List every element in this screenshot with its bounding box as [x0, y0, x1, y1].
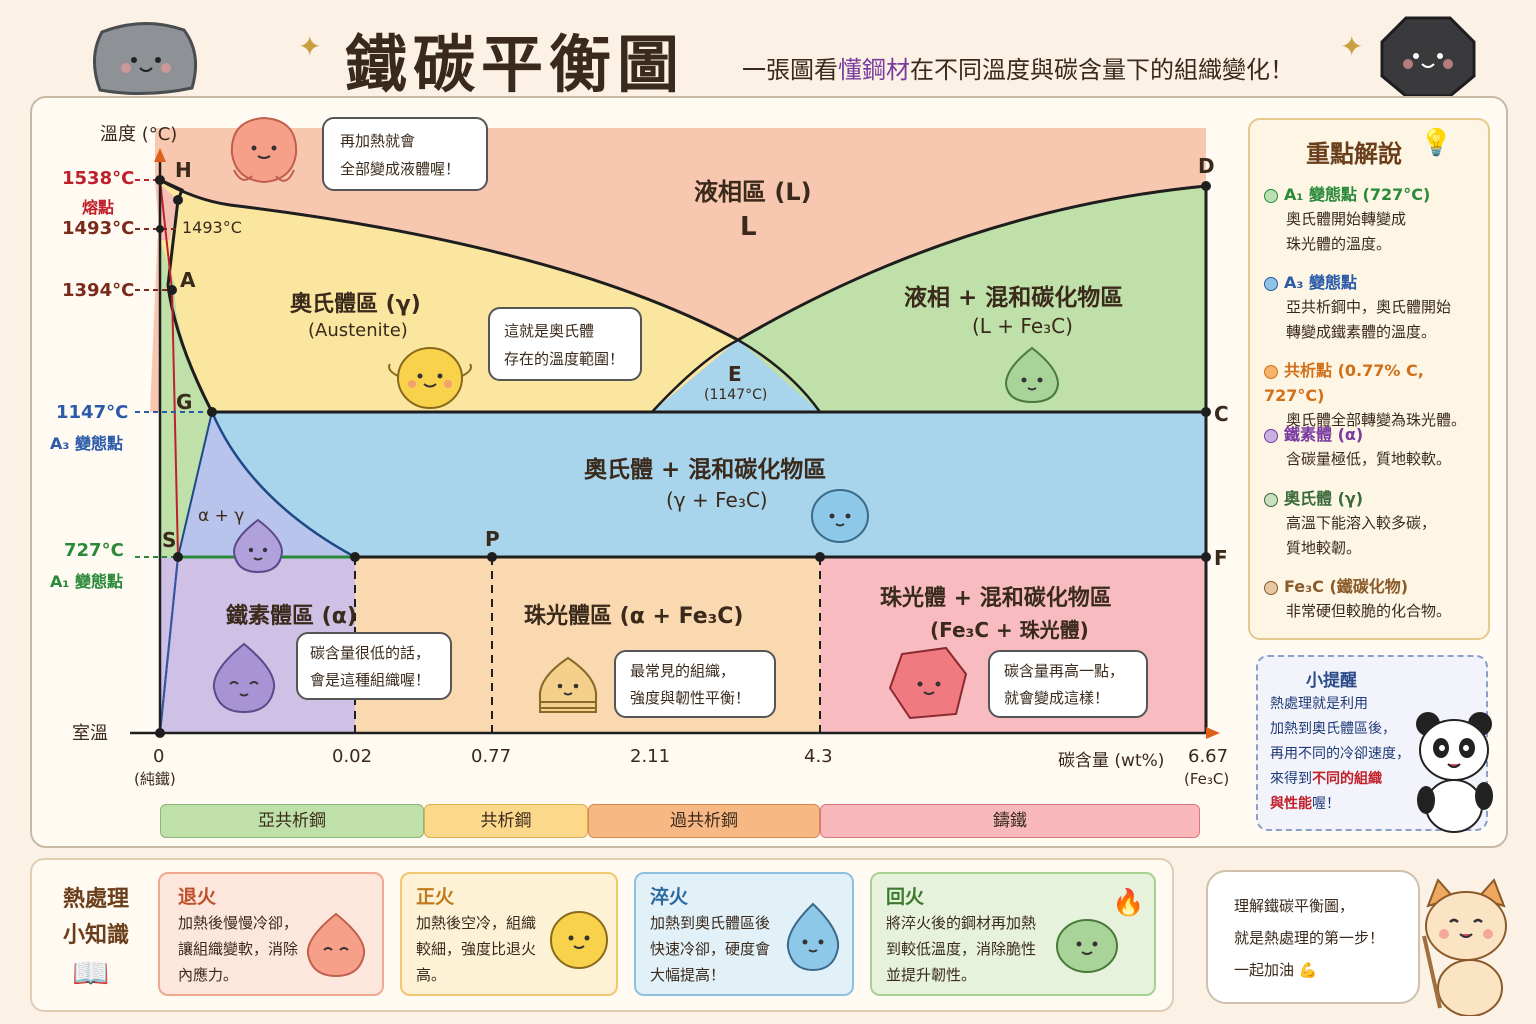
- sparkle-icon: ✦: [298, 30, 322, 63]
- iron-rock-mascot: [93, 22, 198, 96]
- e-region: [652, 340, 820, 412]
- normalizing-mascot: [550, 911, 608, 969]
- bubble-ferrite: 碳含量很低的話，會是這種組織喔！: [296, 632, 452, 700]
- tip-title: 小提醒: [1306, 671, 1357, 691]
- band-cast-iron: 鑄鐵: [820, 804, 1200, 838]
- temp-1493: 1493°C: [62, 218, 135, 239]
- page-subtitle: 一張圖看懂鋼材在不同溫度與碳含量下的組織變化！: [742, 56, 1294, 84]
- point-d: D: [1198, 154, 1215, 178]
- e-temp-label: (1147°C): [704, 387, 768, 403]
- bubble-carbide: 碳含量再高一點，就會變成這樣！: [988, 650, 1148, 718]
- carbide-mascot: [888, 646, 968, 720]
- x-axis-label: 碳含量 (wt%): [1058, 751, 1165, 771]
- alpha-gamma-label: α + γ: [198, 506, 245, 526]
- page-title: 鐵碳平衡圖: [345, 28, 686, 101]
- austenite-mascot: [388, 347, 472, 409]
- room-temp-label: 室溫: [72, 723, 108, 744]
- key-item-eutectoid: 共析點 (0.77% C, 727°C) 奧氏體全部轉變為珠光體。: [1264, 361, 1467, 429]
- liquid-label: 液相區 (L): [694, 178, 812, 206]
- x-tick-0-sub: (純鐵): [134, 770, 176, 788]
- bubble-pearlite: 最常見的組織，強度與韌性平衡！: [614, 650, 776, 718]
- liq-carbide-label: 液相 + 混和碳化物區: [904, 285, 1124, 311]
- sparkle-icon: ✦: [1340, 30, 1364, 63]
- liquid-region-top: [155, 128, 1206, 182]
- panda-mascot: [1416, 712, 1493, 833]
- x-tick-211: 2.11: [630, 746, 671, 767]
- pearl-carbide-sym: (Fe₃C + 珠光體): [930, 618, 1089, 642]
- aus-carbide-sym: (γ + Fe₃C): [666, 488, 768, 512]
- lightbulb-icon: 💡: [1420, 128, 1453, 158]
- point-s: S: [162, 528, 177, 552]
- key-item-a3: A₃ 變態點 亞共析鋼中，奧氏體開始轉變成鐵素體的溫度。: [1264, 270, 1486, 345]
- fire-icon: 🔥: [1112, 888, 1145, 918]
- band-hypereutectoid: 過共析鋼: [588, 804, 820, 838]
- key-points-title: 重點解說: [1306, 140, 1402, 168]
- alpha-gamma-region: [178, 412, 355, 557]
- liquid-symbol: L: [740, 212, 757, 242]
- key-item-cementite: Fe₃C (鐵碳化物) 非常硬但較脆的化合物。: [1264, 574, 1486, 624]
- tip-text: 熱處理就是利用 加熱到奧氏體區後， 再用不同的冷卻速度， 來得到不同的組織 與性…: [1270, 696, 1410, 812]
- x-tick-667-sub: (Fe₃C): [1184, 770, 1230, 788]
- key-item-ferrite: 鐵素體 (α) 含碳量極低，質地較軟。: [1264, 422, 1486, 472]
- band-eutectoid: 共析鋼: [424, 804, 588, 838]
- point-p: P: [485, 527, 500, 551]
- x-tick-667: 6.67: [1188, 746, 1229, 767]
- temp-727-note: A₁ 變態點: [50, 572, 123, 591]
- heat-treatment-title: 熱處理小知識: [62, 887, 129, 948]
- liq-carbide-sym: (L + Fe₃C): [972, 314, 1073, 338]
- pearl-carbide-label: 珠光體 + 混和碳化物區: [880, 586, 1112, 611]
- x-tick-43: 4.3: [804, 746, 833, 767]
- point-h: H: [175, 158, 192, 182]
- y-axis-label: 溫度 (°C): [100, 124, 178, 145]
- aus-carbide-region: [212, 412, 1206, 557]
- temp-727: 727°C: [64, 540, 124, 561]
- bubble-top: 再加熱就會全部變成液體喔！: [322, 117, 488, 191]
- pearlite-mascot: [538, 656, 598, 713]
- temp-1538: 1538°C: [62, 168, 135, 189]
- temp-1147: 1147°C: [56, 402, 129, 423]
- band-hypoeutectoid: 亞共析鋼: [160, 804, 424, 838]
- ferrite-mascot: [212, 642, 276, 714]
- austenite-label: 奧氏體區 (γ): [290, 292, 421, 317]
- liquid-carbide-mascot: [1004, 346, 1060, 404]
- x-tick-002: 0.02: [332, 746, 373, 767]
- x-tick-0: 0: [153, 746, 165, 767]
- point-g: G: [176, 390, 193, 414]
- point-e: E: [728, 362, 742, 386]
- point-1493-label: 1493°C: [182, 218, 242, 237]
- book-icon: 📖: [72, 956, 110, 991]
- liq-carbide-region: [738, 186, 1206, 412]
- liquid-mascot: [230, 116, 298, 184]
- austenite-en-label: (Austenite): [308, 320, 408, 341]
- annealing-mascot: [306, 912, 366, 978]
- cat-mascot: [1422, 878, 1507, 1016]
- carbon-rock-mascot: [1380, 16, 1476, 98]
- cat-bubble: 理解鐵碳平衡圖， 就是熱處理的第一步！ 一起加油 💪: [1206, 870, 1420, 1004]
- bubble-austenite: 這就是奧氏體存在的溫度範圍！: [488, 307, 642, 381]
- point-f: F: [1214, 546, 1228, 570]
- pearlite-label: 珠光體區 (α + Fe₃C): [524, 604, 744, 629]
- aus-carbide-label: 奧氏體 + 混和碳化物區: [584, 457, 827, 483]
- aus-carbide-mascot: [811, 489, 869, 543]
- alpha-gamma-mascot: [232, 518, 284, 574]
- key-points-panel: [1248, 118, 1490, 640]
- point-a: A: [180, 268, 196, 292]
- temp-1538-note: 熔點: [82, 198, 115, 217]
- quenching-mascot: [786, 902, 840, 972]
- x-tick-077: 0.77: [471, 746, 512, 767]
- temp-1147-note: A₃ 變態點: [50, 434, 123, 453]
- ferrite-label: 鐵素體區 (α): [226, 604, 357, 629]
- temp-1394: 1394°C: [62, 280, 135, 301]
- key-item-a1: A₁ 變態點 (727°C) 奧氏體開始轉變成珠光體的溫度。: [1264, 182, 1486, 257]
- tempering-mascot: [1056, 919, 1118, 973]
- key-item-austenite: 奧氏體 (γ) 高溫下能溶入較多碳，質地較韌。: [1264, 486, 1486, 561]
- point-c: C: [1214, 402, 1229, 426]
